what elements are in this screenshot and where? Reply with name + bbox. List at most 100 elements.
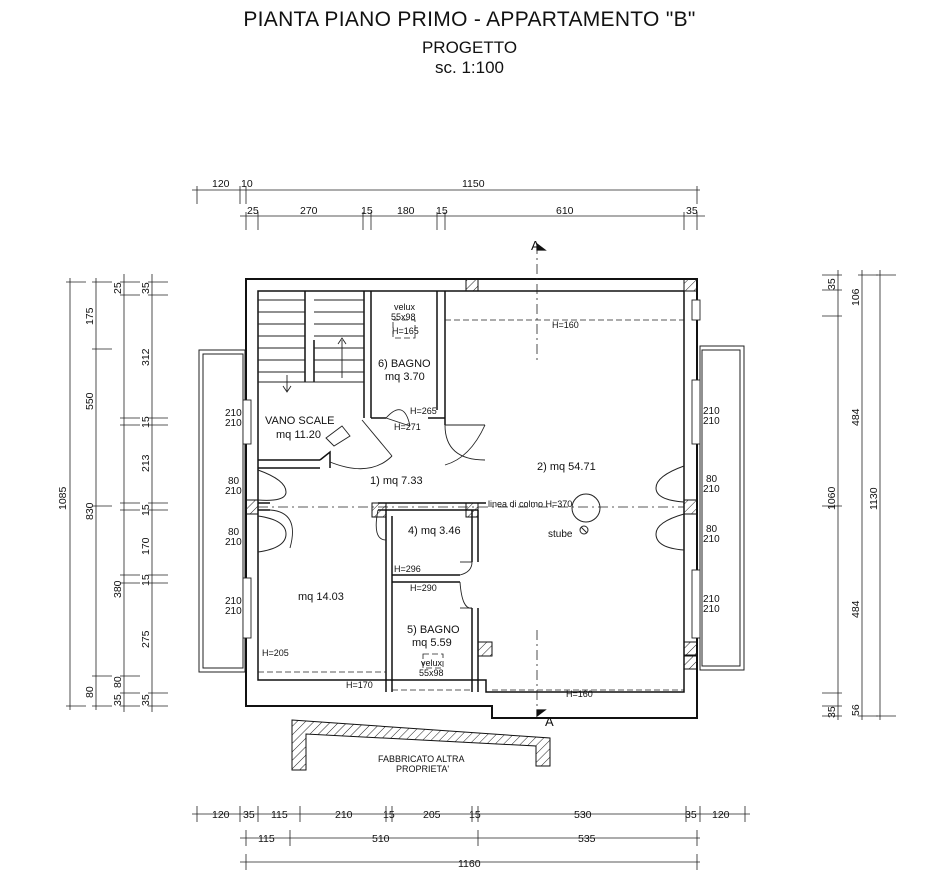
height-170: H=170 [346,680,373,690]
drawing-subtitle: PROGETTO [421,38,518,57]
dim-bottom1-1: 35 [243,809,255,821]
dim-top2-5: 610 [556,205,574,217]
dashed-lines [258,244,684,716]
right-w4-bot: 210 [703,604,720,615]
right-w3-top: 80 [706,524,718,535]
dim-left-mid-2: 830 [84,502,96,520]
dim-left-outer: 1085 [57,486,69,510]
left-w3-top: 80 [228,527,240,538]
velux-top-label: velux [394,302,416,312]
dim-left-inner-9: 275 [140,630,152,648]
height-160-top: H=160 [552,320,579,330]
dim-right-inner-2: 484 [850,408,862,426]
height-271: H=271 [394,422,421,432]
dim-left-inner-0: 25 [112,282,124,294]
closet-area: 4) mq 3.46 [408,525,461,537]
dim-bottom1-9: 120 [712,809,730,821]
dim-bottom2-2: 535 [578,833,596,845]
drawing-title: PIANTA PIANO PRIMO - APPARTAMENTO "B" [243,8,696,31]
dim-top1-1: 10 [241,178,253,190]
dim-right-inner-3: 1060 [826,486,838,510]
dim-top1-0: 120 [212,178,230,190]
neighbor-label-1: FABBRICATO ALTRA [378,754,465,764]
dim-top2-1: 270 [300,205,318,217]
opening-labels: 210 210 80 210 80 210 210 210 210 210 80… [225,406,720,617]
right-w2-top: 80 [706,474,718,485]
dim-top2-3: 180 [397,205,415,217]
left-w2-bot: 210 [225,486,242,497]
dim-bottom1-0: 120 [212,809,230,821]
dim-left-inner-4: 213 [140,454,152,472]
left-w3-bot: 210 [225,537,242,548]
height-lines [258,319,684,691]
ridge-line-label: linea di colmo H=370 [488,499,572,509]
dim-right-inner-5: 35 [826,706,838,718]
balconies [198,345,745,673]
living-area: 2) mq 54.71 [537,461,596,473]
velux-bot-size: 55x98 [419,668,444,678]
door-swings [269,409,486,609]
velux-top-size: 55x98 [391,312,416,322]
height-205: H=205 [262,648,289,658]
bedroom-area: mq 14.03 [298,591,344,603]
windows [242,299,701,639]
dim-top2-0: 25 [247,205,259,217]
dim-bottom1-4: 15 [383,809,395,821]
left-w4-top: 210 [225,596,242,607]
velux-bot-label: velux [421,658,443,668]
right-w3-bot: 210 [703,534,720,545]
height-165: H=165 [392,326,419,336]
dim-bottom3-0: 1160 [458,858,481,870]
dim-bottom1-6: 15 [469,809,481,821]
dim-bottom1-7: 530 [574,809,592,821]
dim-left-inner-6: 170 [140,537,152,555]
dim-left-inner-3: 15 [140,416,152,428]
dim-left-mid-0: 175 [84,307,96,325]
stair-name: VANO SCALE [265,415,335,427]
staircase [258,299,364,447]
stair-area: mq 11.20 [276,429,321,441]
left-w4-bot: 210 [225,606,242,617]
right-w4-top: 210 [703,594,720,605]
dim-bottom1-8: 35 [685,809,697,821]
dim-right-inner-4: 484 [850,600,862,618]
dimension-lines [66,186,896,870]
left-w1-bot: 210 [225,418,242,429]
dim-right-outer: 1130 [868,487,880,510]
neighbor-label-2: PROPRIETA' [396,764,449,774]
interior-walls [258,291,486,692]
height-160-bot: H=160 [566,689,593,699]
drawing-scale: sc. 1:100 [435,58,504,77]
dim-right-inner-0: 35 [826,278,838,290]
dim-bottom2-0: 115 [258,833,275,845]
porthole-windows [257,465,685,553]
height-290: H=290 [410,583,437,593]
bath6-area: mq 3.70 [385,371,425,383]
section-a-bottom: A [545,714,554,729]
dim-right-inner-1: 106 [850,288,862,306]
right-w1-top: 210 [703,406,720,417]
bath5-name: 5) BAGNO [407,624,460,636]
right-w1-bot: 210 [703,416,720,427]
dimension-labels: 120 10 1150 25 270 15 180 15 610 35 1085… [57,178,880,870]
dim-top2-6: 35 [686,205,698,217]
bath6-name: 6) BAGNO [378,358,431,370]
dim-bottom1-3: 210 [335,809,353,821]
dim-right-inner-6: 56 [850,704,862,716]
section-a-top: A [531,238,540,253]
dim-left-inner-12: 35 [140,694,152,706]
dim-left-inner-8: 380 [112,580,124,598]
section-markers [536,242,547,718]
dim-top2-2: 15 [361,205,373,217]
dim-left-inner-10: 80 [112,676,124,688]
dim-bottom1-2: 115 [271,809,288,821]
right-w2-bot: 210 [703,484,720,495]
dim-bottom2-1: 510 [372,833,390,845]
room-labels: VANO SCALE mq 11.20 1) mq 7.33 2) mq 54.… [265,358,596,649]
left-w1-top: 210 [225,408,242,419]
dim-bottom1-5: 205 [423,809,441,821]
dim-left-inner-7: 15 [140,574,152,586]
dim-left-mid-1: 550 [84,392,96,410]
dim-left-inner-1: 35 [140,282,152,294]
